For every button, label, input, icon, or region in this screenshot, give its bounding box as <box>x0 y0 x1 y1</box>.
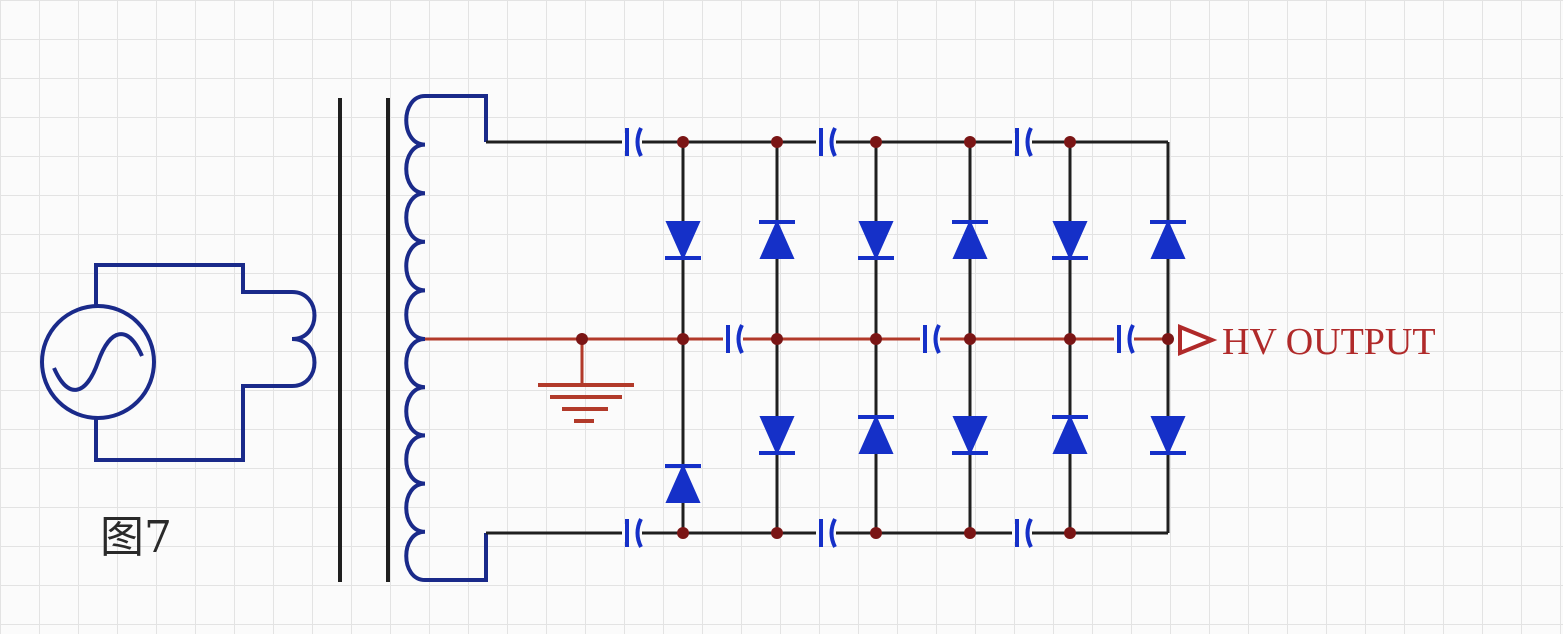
diode-body <box>759 219 795 259</box>
diode-body <box>858 221 894 261</box>
diode-body <box>1052 221 1088 261</box>
diode-down-icon <box>665 221 701 261</box>
junction-node <box>964 136 976 148</box>
capacitor-plate-curved <box>829 518 837 548</box>
capacitor-icon <box>622 127 643 157</box>
junction-node <box>1064 333 1076 345</box>
capacitor-icon <box>816 127 837 157</box>
hv-output-label: HV OUTPUT <box>1222 321 1436 363</box>
junction-node <box>771 333 783 345</box>
diode-chain <box>665 219 1186 503</box>
capacitor-icon <box>920 324 941 354</box>
output-arrow-icon <box>1178 324 1218 356</box>
capacitor-icon <box>723 324 744 354</box>
capacitor-icon <box>1012 518 1033 548</box>
diode-up-icon <box>952 219 988 259</box>
diode-up-icon <box>665 463 701 503</box>
junction-node <box>964 333 976 345</box>
transformer-core <box>338 98 390 582</box>
capacitor-icon <box>622 518 643 548</box>
capacitor-plate-curved <box>1127 324 1135 354</box>
junction-node <box>771 527 783 539</box>
junction-node <box>870 136 882 148</box>
diode-body <box>665 463 701 503</box>
ground-icon <box>538 339 634 423</box>
capacitor-plate-curved <box>933 324 941 354</box>
capacitor-icon <box>816 518 837 548</box>
diode-up-icon <box>1052 414 1088 454</box>
diode-down-icon <box>759 416 795 456</box>
junction-node <box>964 527 976 539</box>
diode-down-icon <box>1150 416 1186 456</box>
junction-node <box>576 333 588 345</box>
capacitor-plate-curved <box>829 127 837 157</box>
diode-body <box>858 414 894 454</box>
capacitor-icon <box>1012 127 1033 157</box>
capacitor-plate-curved <box>635 518 643 548</box>
junction-node <box>771 136 783 148</box>
junction-nodes <box>576 136 1174 539</box>
diode-body <box>952 219 988 259</box>
junction-node <box>870 527 882 539</box>
ac-source-icon <box>40 304 156 420</box>
diode-up-icon <box>759 219 795 259</box>
junction-node <box>1064 527 1076 539</box>
diode-body <box>1150 416 1186 456</box>
diode-body <box>1150 219 1186 259</box>
diode-body <box>665 221 701 261</box>
figure-label: 图7 <box>100 512 172 563</box>
capacitor-plate-curved <box>1025 518 1033 548</box>
junction-node <box>677 527 689 539</box>
diode-up-icon <box>1150 219 1186 259</box>
capacitor-chain <box>622 127 1135 548</box>
diode-body <box>1052 414 1088 454</box>
capacitor-plate-curved <box>1025 127 1033 157</box>
diode-body <box>952 416 988 456</box>
diode-down-icon <box>952 416 988 456</box>
junction-node <box>870 333 882 345</box>
primary-wires <box>94 263 317 462</box>
diode-up-icon <box>858 414 894 454</box>
junction-node <box>677 333 689 345</box>
junction-node <box>677 136 689 148</box>
capacitor-plate-curved <box>736 324 744 354</box>
diode-down-icon <box>858 221 894 261</box>
junction-node <box>1064 136 1076 148</box>
diode-body <box>759 416 795 456</box>
capacitor-plate-curved <box>635 127 643 157</box>
junction-node <box>1162 333 1174 345</box>
diode-down-icon <box>1052 221 1088 261</box>
capacitor-icon <box>1114 324 1135 354</box>
